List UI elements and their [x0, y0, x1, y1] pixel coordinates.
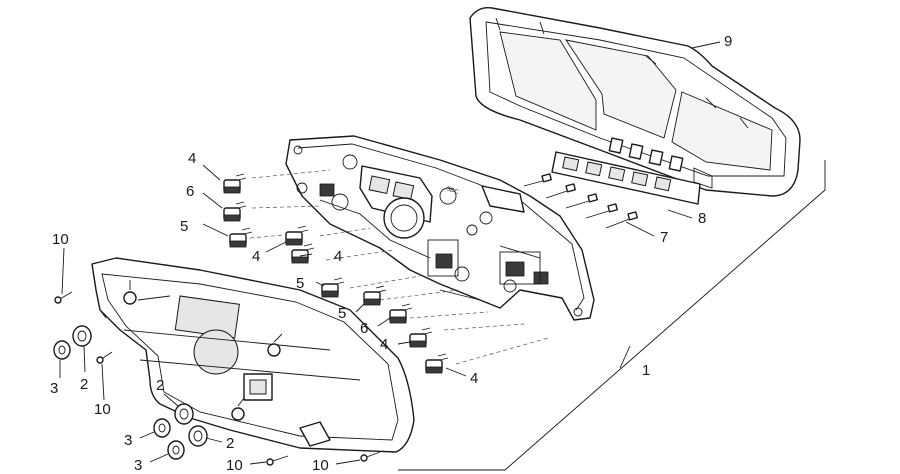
- cover-button-windows: [608, 137, 684, 172]
- screws-part: [54, 291, 381, 466]
- callout-1: 1: [642, 362, 650, 379]
- callout-7: 7: [660, 229, 668, 246]
- callout-4: 4: [380, 336, 388, 353]
- callout-labels: 9 4 6 5 10 4 4 5 5 6 4 4 8 7 1 3 2 10 2 …: [50, 33, 732, 474]
- callout-8: 8: [698, 210, 706, 227]
- callout-4: 4: [334, 248, 342, 265]
- callout-3: 3: [124, 432, 132, 449]
- callout-2: 2: [80, 376, 88, 393]
- callout-4: 4: [188, 150, 196, 167]
- rear-housing-part: [91, 257, 415, 453]
- callout-4: 4: [470, 370, 478, 387]
- callout-4: 4: [252, 248, 260, 265]
- callout-2: 2: [156, 377, 164, 394]
- housing-studs: [123, 280, 283, 421]
- callout-3: 3: [134, 457, 142, 474]
- instrument-cover-part: [469, 7, 801, 197]
- grommets-part: [53, 325, 208, 460]
- svg-text:SDC: SDC: [445, 186, 460, 196]
- leader-lines: [59, 41, 721, 465]
- switch-pins-part: [523, 173, 638, 229]
- circuit-board-part: SDC: [285, 135, 595, 321]
- callout-10: 10: [52, 231, 69, 248]
- callout-6: 6: [186, 183, 194, 200]
- callout-5: 5: [296, 275, 304, 292]
- callout-10: 10: [226, 457, 243, 474]
- callout-9: 9: [724, 33, 732, 50]
- callout-10: 10: [94, 401, 111, 418]
- bulb-holders-part: [223, 173, 449, 374]
- callout-6: 6: [360, 320, 368, 337]
- assembly-bracket: [398, 160, 826, 471]
- callout-5: 5: [180, 218, 188, 235]
- callout-2: 2: [226, 435, 234, 452]
- button-strip-part: [551, 151, 701, 205]
- callout-10: 10: [312, 457, 329, 474]
- callout-5: 5: [338, 305, 346, 322]
- callout-3: 3: [50, 380, 58, 397]
